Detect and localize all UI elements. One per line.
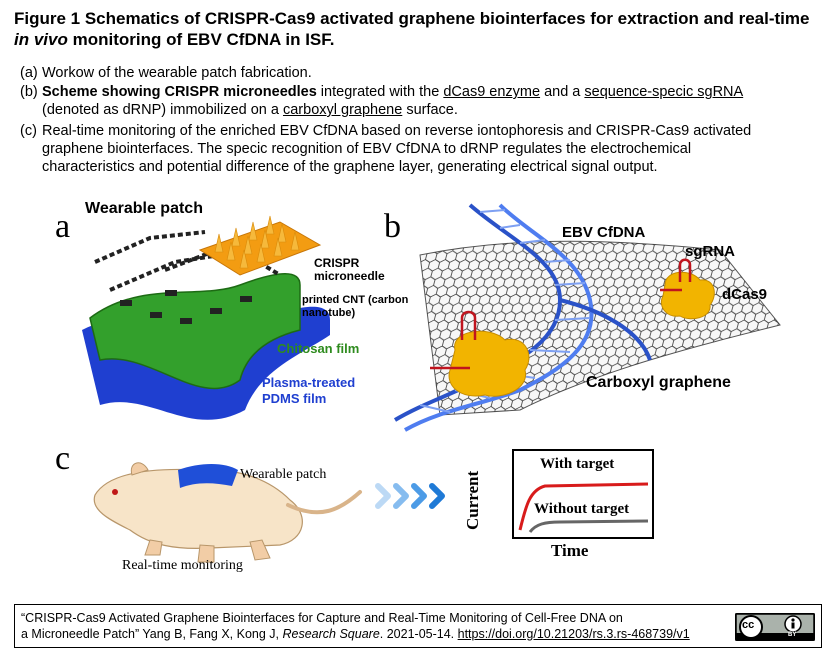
citation-doi-link[interactable]: https://doi.org/10.21203/rs.3.rs-468739/… [458,627,690,641]
cc-by-license-badge[interactable]: cc BY [735,613,815,641]
with-target-label: With target [540,456,614,473]
chevron-arrows-icon [378,486,442,506]
without-target-label: Without target [534,501,629,518]
citation-box: “CRISPR-Cas9 Activated Graphene Biointer… [14,604,822,648]
citation-date: . 2021-05-14. [380,627,458,641]
wearable-patch-label-c: Wearable patch [240,467,326,483]
realtime-monitoring-label: Real-time monitoring [122,558,243,574]
citation-line-2: a Microneedle Patch” Yang B, Fang X, Kon… [21,626,731,642]
citation-text: “CRISPR-Cas9 Activated Graphene Biointer… [21,610,731,642]
citation-authors: a Microneedle Patch” Yang B, Fang X, Kon… [21,627,283,641]
rat-eye [112,489,118,495]
chart-y-axis-label: Current [463,471,483,530]
by-text: BY [788,632,796,638]
cc-text: cc [742,619,754,631]
citation-line-1: “CRISPR-Cas9 Activated Graphene Biointer… [21,610,731,626]
rat-tail [288,492,360,512]
chart-x-axis-label: Time [551,541,588,561]
citation-journal: Research Square [283,627,380,641]
